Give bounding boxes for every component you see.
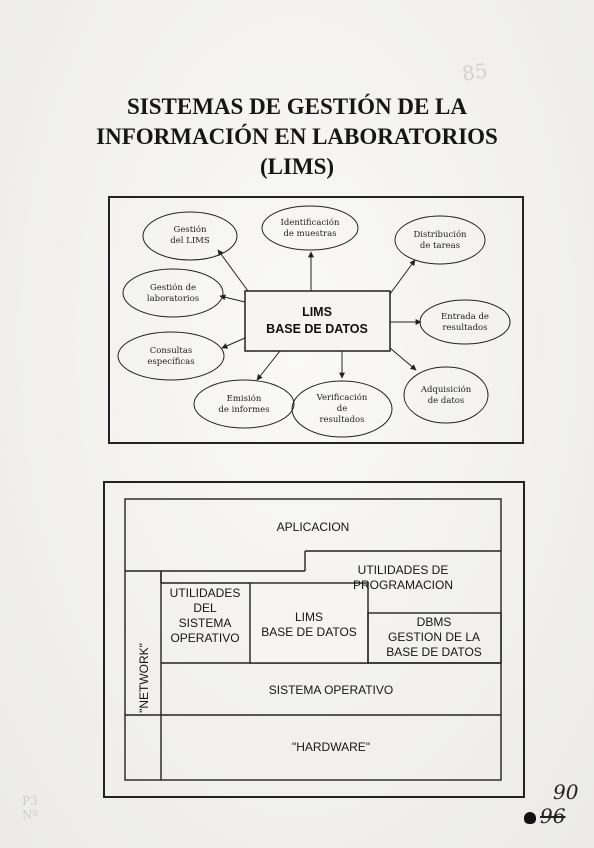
center-label-2: BASE DE DATOS	[266, 322, 368, 336]
faint-margin-notes: P3 Nº	[22, 794, 38, 822]
node-consultas-especificas: Consultas específicas	[117, 331, 225, 381]
arrow-gestion-lims	[217, 249, 249, 292]
label-util-prog-2: PROGRAMACION	[353, 578, 453, 592]
node-verificacion-line1: Verificación	[316, 392, 368, 403]
connector-arrows	[217, 249, 422, 381]
lims-center-box	[244, 290, 391, 352]
faint-note-1: P3	[22, 794, 38, 808]
label-dbms-1: DBMS	[417, 615, 452, 629]
arrow-adquisicion	[389, 347, 417, 371]
node-distribucion-line2: de tareas	[420, 241, 460, 251]
node-entrada-line2: resultados	[442, 323, 487, 333]
label-lims-bd-2: BASE DE DATOS	[261, 625, 357, 639]
arrow-consultas	[221, 337, 246, 349]
node-gestion-lims-line2: del LIMS	[170, 236, 210, 246]
node-gestion-lims: Gestión del LIMS	[142, 211, 238, 261]
faint-note-2: Nº	[22, 808, 39, 822]
label-util-sis-2: DEL	[193, 601, 217, 615]
dbms-box	[367, 612, 502, 664]
label-util-sis-3: SISTEMA	[179, 616, 232, 630]
node-adquisicion-datos: Adquisición de datos	[403, 366, 489, 424]
page-title: SISTEMAS DE GESTIÓN DE LA INFORMACIÓN EN…	[0, 92, 594, 182]
label-util-sis-4: OPERATIVO	[170, 631, 239, 645]
lims-architecture-svg: APLICACION UTILIDADES DE PROGRAMACION UT…	[124, 498, 502, 781]
label-sistema-operativo: SISTEMA OPERATIVO	[269, 683, 393, 697]
arrow-emision	[256, 350, 281, 381]
lims-functions-svg: LIMS BASE DE DATOS Gestión del LIMS Iden…	[117, 205, 511, 438]
arrow-gestion-lab	[219, 294, 246, 303]
title-line-3: (LIMS)	[259, 154, 335, 179]
node-gestion-lab-line1: Gestión de	[150, 282, 196, 293]
node-verificacion-resultados: Verificación de resultados	[291, 380, 393, 438]
node-verificacion-line3: resultados	[319, 415, 364, 425]
node-entrada-line1: Entrada de	[441, 312, 489, 322]
node-gestion-lab-line2: laboratorios	[147, 294, 199, 304]
node-gestion-lims-line1: Gestión	[174, 224, 207, 235]
center-label-1: LIMS	[302, 305, 332, 319]
lims-bd-box	[249, 582, 369, 664]
node-distribucion-tareas: Distribución de tareas	[394, 215, 486, 265]
label-lims-bd-1: LIMS	[295, 610, 323, 624]
node-emision-line2: de informes	[218, 405, 269, 415]
node-consultas-line2: específicas	[147, 356, 194, 367]
label-util-sis-1: UTILIDADES	[170, 586, 241, 600]
node-identificacion-line1: Identificación	[280, 217, 340, 228]
node-emision-line1: Emisión	[227, 393, 262, 404]
node-identificacion-line2: de muestras	[283, 229, 336, 239]
node-gestion-laboratorios: Gestión de laboratorios	[122, 268, 224, 318]
lims-architecture-diagram: APLICACION UTILIDADES DE PROGRAMACION UT…	[103, 481, 525, 798]
label-util-prog-1: UTILIDADES DE	[358, 563, 449, 577]
label-dbms-3: BASE DE DATOS	[386, 645, 482, 659]
ink-dot	[524, 812, 536, 824]
node-distribucion-line1: Distribución	[413, 229, 467, 240]
node-consultas-line1: Consultas	[150, 346, 193, 356]
label-dbms-2: GESTION DE LA	[388, 630, 480, 644]
faint-handwritten-number: 85	[460, 58, 489, 86]
node-entrada-resultados: Entrada de resultados	[419, 299, 511, 345]
lims-functions-diagram: LIMS BASE DE DATOS Gestión del LIMS Iden…	[108, 196, 524, 444]
node-adquisicion-line1: Adquisición	[420, 384, 472, 395]
handwritten-page-number: 90	[553, 780, 579, 804]
handwritten-old-number: 96	[540, 804, 566, 828]
node-emision-informes: Emisión de informes	[193, 379, 295, 429]
title-line-1: SISTEMAS DE GESTIÓN DE LA	[127, 94, 467, 119]
label-network: "NETWORK"	[137, 643, 151, 713]
arrow-distribucion	[389, 259, 416, 295]
title-line-2: INFORMACIÓN EN LABORATORIOS	[96, 124, 498, 149]
node-identificacion-muestras: Identificación de muestras	[261, 205, 359, 251]
node-verificacion-line2: de	[337, 404, 347, 414]
label-aplicacion: APLICACION	[277, 520, 350, 534]
node-adquisicion-line2: de datos	[428, 396, 465, 406]
label-hardware: "HARDWARE"	[292, 740, 370, 754]
